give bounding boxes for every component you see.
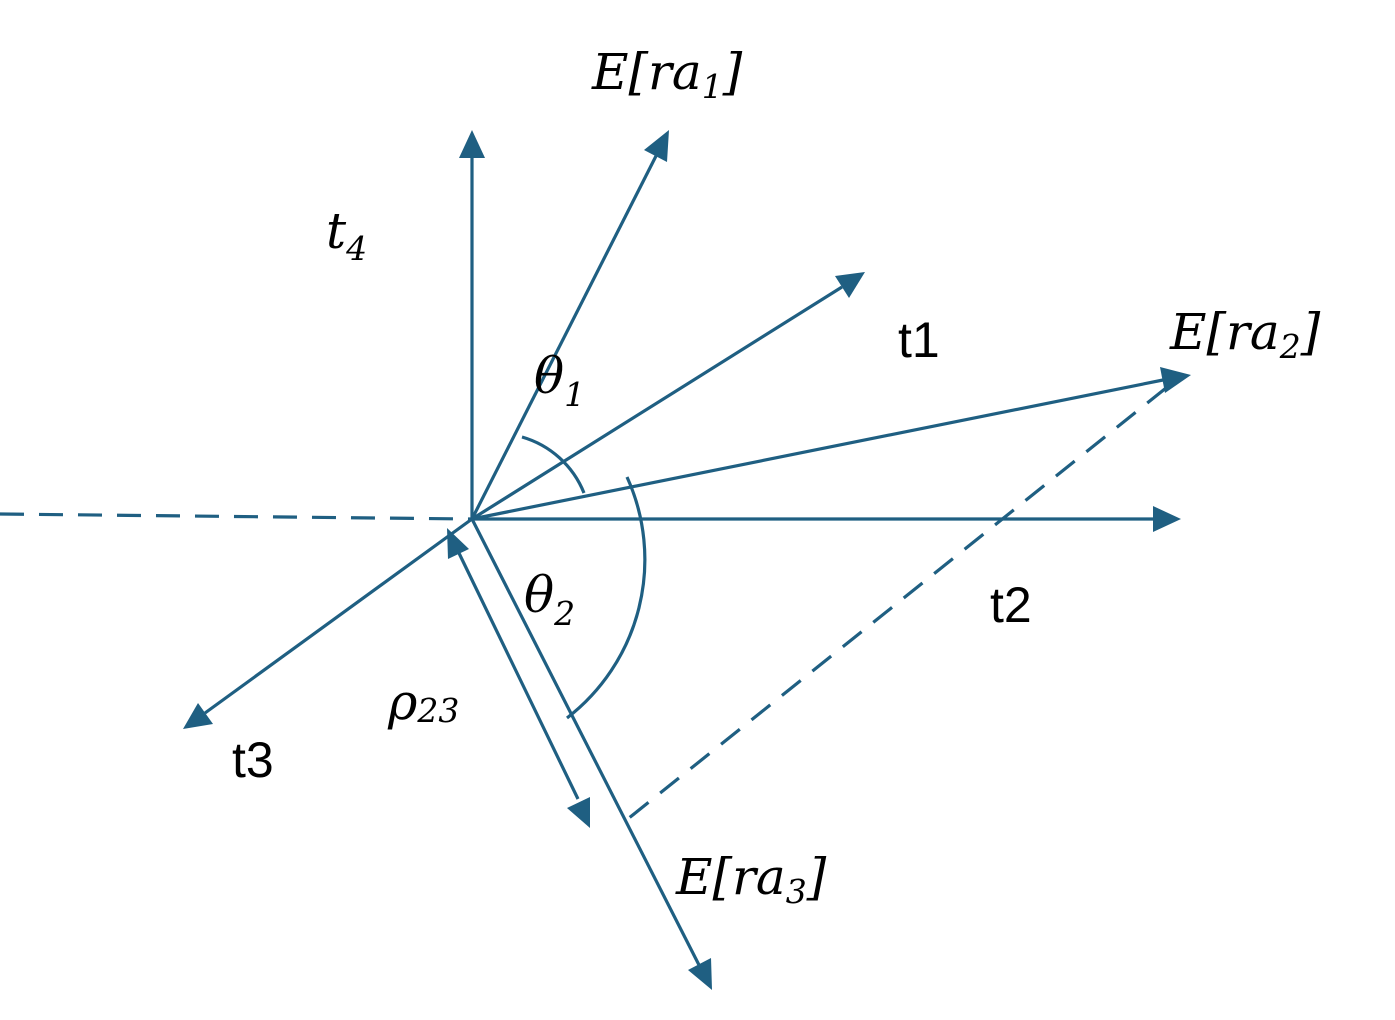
axis-t2-arrowhead [1153, 506, 1181, 532]
rho23-double-arrow [455, 548, 580, 800]
dashed-projection-line [622, 386, 1168, 824]
theta1-angle-arc [521, 435, 586, 494]
axis-t1-arrowhead [835, 272, 865, 298]
label-t4: t4 [326, 202, 367, 268]
vector-e-ra3-arrowhead [688, 958, 712, 990]
theta2-angle-arc [566, 476, 647, 720]
label-t2: t2 [990, 577, 1032, 633]
dashed-baseline [0, 512, 473, 521]
vector-e-ra2 [471, 378, 1164, 521]
vector-e-ra3 [470, 518, 701, 966]
label-t3: t3 [232, 732, 274, 788]
label-e-ra2: E[ra2] [1169, 303, 1321, 366]
vector-e-ra1 [470, 155, 658, 520]
label-rho23: ρ23 [387, 673, 459, 731]
vector-e-ra2-arrowhead [1160, 367, 1191, 393]
rho23-arrowhead-top [447, 528, 469, 559]
label-e-ra3: E[ra3] [675, 848, 827, 911]
axis-t1 [471, 285, 843, 521]
axis-t3-arrowhead [183, 703, 213, 729]
axis-t3 [204, 517, 473, 715]
vector-e-ra1-arrowhead [644, 130, 669, 162]
label-t1: t1 [898, 312, 940, 368]
label-e-ra1: E[ra1] [591, 43, 743, 106]
rho23-arrowhead-bottom [567, 797, 590, 828]
label-theta1: θ1 [534, 347, 585, 414]
label-theta2: θ2 [524, 566, 575, 633]
axis-t4-arrowhead [459, 130, 485, 158]
